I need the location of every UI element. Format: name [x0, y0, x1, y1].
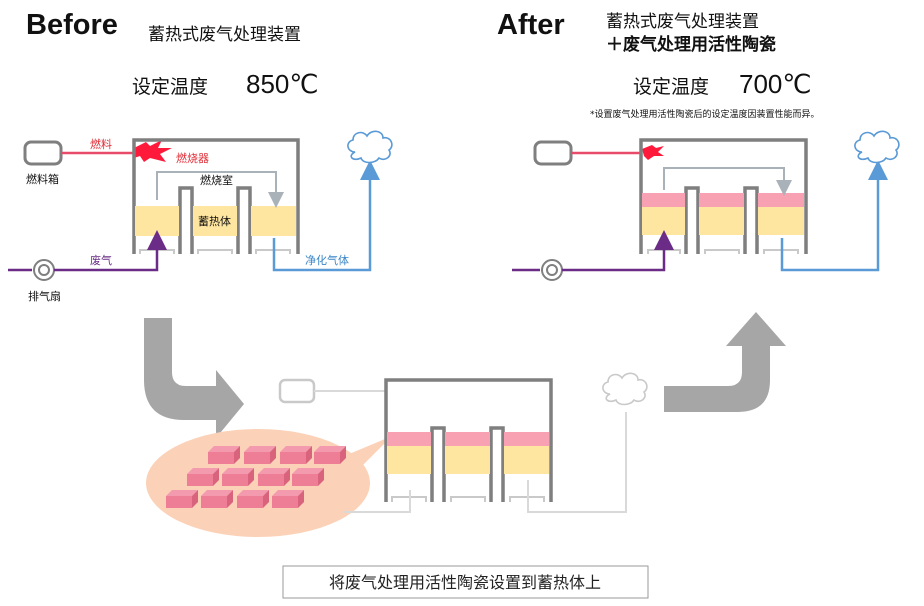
after-ceramic-2: [699, 193, 744, 207]
middle-section: [144, 312, 786, 537]
ceramic-tile: [244, 446, 276, 464]
ceramic-tile: [166, 490, 198, 508]
regenerator-3: [251, 206, 296, 236]
regenerator-label: 蓄热体: [198, 214, 231, 228]
ceramic-tile: [292, 468, 324, 486]
ceramic-tile: [314, 446, 346, 464]
ceramic-tile: [237, 490, 269, 508]
arrow-up-right: [664, 312, 786, 412]
mid-regenerator-2: [445, 446, 490, 474]
after-ceramic-3: [758, 193, 804, 207]
after-section: After 蓄热式废气处理装置 ＋废气处理用活性陶瓷 设定温度 700℃ *设置…: [497, 9, 900, 281]
ceramic-tile: [222, 468, 254, 486]
chamber-label: 燃烧室: [200, 173, 233, 187]
after-cloud-icon: [854, 130, 900, 164]
mid-regenerator-1: [387, 446, 431, 474]
fuel-tank: [23, 140, 63, 166]
before-device-title: 蓄热式废气处理装置: [148, 25, 301, 45]
mid-tray-2: [450, 496, 486, 502]
exhaust-line: [54, 230, 167, 272]
ceramic-tile: [280, 446, 312, 464]
after-tray-2: [704, 249, 740, 254]
inner-flow-arrow: [156, 171, 284, 208]
after-fuel-tank: [533, 140, 573, 166]
after-regenerator-2: [699, 207, 744, 235]
mid-ceramic-3: [504, 432, 549, 446]
after-fan-inner: [546, 264, 558, 276]
after-regenerator-1: [642, 207, 685, 235]
regenerator-1: [135, 206, 179, 236]
ceramic-tile: [208, 446, 240, 464]
caption-text: 将废气处理用活性陶瓷设置到蓄热体上: [329, 573, 601, 592]
mid-clean-line: [527, 412, 627, 513]
after-clean-gas-line: [780, 160, 888, 272]
ceramic-tile: [258, 468, 290, 486]
mid-exhaust-line: [344, 490, 411, 513]
mid-ceramic-1: [387, 432, 431, 446]
fuel-tank-label: 燃料箱: [26, 172, 59, 186]
ceramic-tile: [201, 490, 233, 508]
before-temp-label: 设定温度: [132, 76, 208, 98]
burner-flame: [134, 140, 172, 162]
after-ceramic-1: [642, 193, 685, 207]
burner-label: 燃烧器: [176, 151, 209, 165]
fan-label: 排气扇: [28, 289, 61, 303]
after-note: *设置废气处理用活性陶瓷后的设定温度因装置性能而异。: [590, 108, 820, 120]
ceramic-tile: [187, 468, 219, 486]
after-device-line1: 蓄热式废气处理装置: [606, 12, 759, 32]
ceramic-tiles: [166, 446, 346, 508]
after-device-line2: ＋废气处理用活性陶瓷: [606, 34, 776, 55]
clean-gas-label: 净化气体: [305, 253, 349, 267]
regenerator-2: [193, 206, 237, 236]
after-temp-value: 700℃: [739, 69, 812, 99]
caption-box: [282, 565, 649, 599]
exhaust-label: 废气: [90, 253, 112, 267]
mid-regenerator-3: [504, 446, 549, 474]
before-cloud-icon: [347, 130, 393, 164]
mid-fuel-tank: [278, 378, 316, 404]
clean-gas-line: [272, 160, 380, 272]
after-exhaust-line: [562, 230, 674, 272]
mid-ceramic-2: [445, 432, 490, 446]
before-chamber-frame: [132, 138, 300, 254]
tray-2: [197, 249, 233, 254]
before-section: Before 蓄热式废气处理装置 设定温度 850℃ 燃料箱 燃料 燃烧器 燃烧…: [8, 9, 393, 303]
fuel-label: 燃料: [90, 137, 112, 151]
after-inner-flow-arrow: [663, 167, 792, 196]
mid-cloud-icon: [602, 372, 648, 406]
after-chamber-frame: [639, 138, 808, 254]
mid-chamber-frame: [384, 378, 553, 502]
after-regenerator-3: [758, 207, 804, 235]
before-temp-value: 850℃: [246, 69, 319, 99]
before-heading: Before: [26, 9, 118, 41]
fan-inner: [38, 264, 50, 276]
after-temp-label: 设定温度: [633, 76, 709, 98]
ceramic-tile: [272, 490, 304, 508]
arrow-down-right: [144, 318, 244, 438]
after-heading: After: [497, 9, 565, 41]
after-burner-flame: [642, 145, 664, 160]
